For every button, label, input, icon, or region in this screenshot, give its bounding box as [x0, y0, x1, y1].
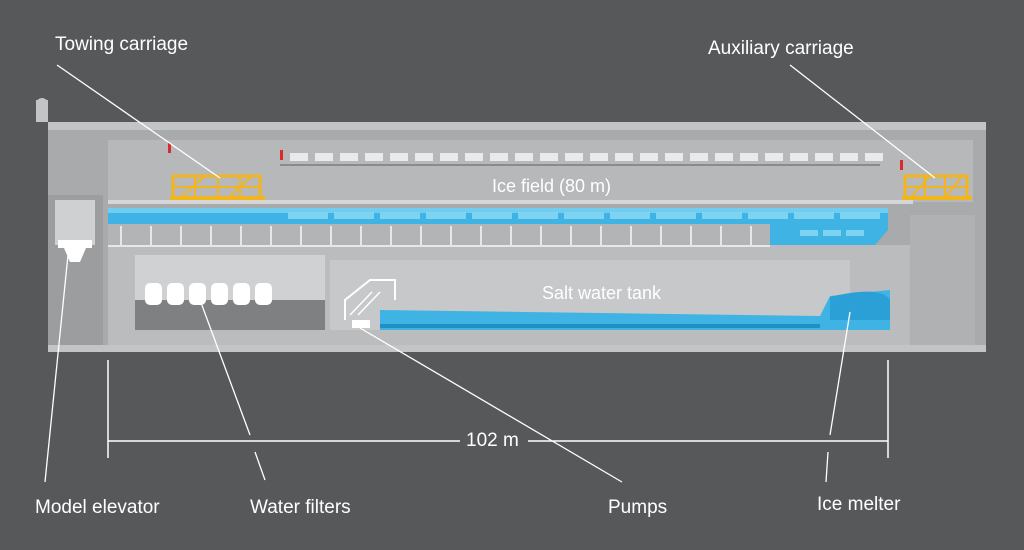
water-filters-label: Water filters	[250, 497, 351, 518]
roof-panel	[640, 153, 658, 161]
roof-panel	[715, 153, 733, 161]
ice-tile	[334, 212, 374, 219]
pumps-label: Pumps	[608, 497, 668, 518]
rail	[108, 200, 913, 204]
roof-panel	[590, 153, 608, 161]
roof-panel	[440, 153, 458, 161]
model-elevator-shaft	[55, 200, 95, 262]
ice-tile	[288, 212, 328, 219]
roof-panel	[865, 153, 883, 161]
roof-panel	[815, 153, 833, 161]
ice-tank	[108, 208, 888, 245]
length-label: 102 m	[466, 430, 519, 451]
water-filter-unit	[189, 283, 206, 305]
roof-panel	[415, 153, 433, 161]
roof-panel	[365, 153, 383, 161]
auxiliary-carriage-label: Auxiliary carriage	[708, 38, 854, 59]
roof-panel	[340, 153, 358, 161]
roof-panel	[390, 153, 408, 161]
ice-tile	[426, 212, 466, 219]
roof-panel	[615, 153, 633, 161]
roof-panel	[790, 153, 808, 161]
water-filter-unit	[167, 283, 184, 305]
ice-tile	[748, 212, 788, 219]
under-tank-structure	[108, 224, 770, 247]
leader-lines	[44, 64, 936, 483]
roof-panel	[565, 153, 583, 161]
ice-tile	[794, 212, 834, 219]
roof-catwalk	[280, 153, 883, 166]
ice-tile	[846, 230, 864, 236]
ice-tile	[656, 212, 696, 219]
water-filter-unit	[233, 283, 250, 305]
roof-panel	[490, 153, 508, 161]
roof-panel	[290, 153, 308, 161]
water-filter-unit	[145, 283, 162, 305]
ice-tile	[380, 212, 420, 219]
water-filter-unit	[211, 283, 228, 305]
roof-panel	[665, 153, 683, 161]
ice-tile	[610, 212, 650, 219]
roof-panel	[740, 153, 758, 161]
towing-carriage-label: Towing carriage	[55, 34, 189, 55]
auxiliary-carriage	[902, 174, 972, 200]
water-filter-unit	[255, 283, 272, 305]
ice-tile	[840, 212, 880, 219]
ice-tile	[518, 212, 558, 219]
salt-water-tank-label: Salt water tank	[542, 283, 662, 303]
water-filter-units	[145, 283, 272, 305]
ice-melter-label: Ice melter	[817, 494, 901, 515]
roof-panel	[515, 153, 533, 161]
roof-panel	[465, 153, 483, 161]
ice-tile	[702, 212, 742, 219]
roof-panel	[840, 153, 858, 161]
ice-tile	[564, 212, 604, 219]
ice-tile	[472, 212, 512, 219]
model-elevator-label: Model elevator	[35, 497, 160, 518]
roof-panel	[315, 153, 333, 161]
ice-field-label: Ice field (80 m)	[492, 176, 612, 196]
roof-panel	[690, 153, 708, 161]
pump-frame	[344, 279, 396, 328]
ice-tile	[823, 230, 841, 236]
salt-water-tank	[380, 290, 890, 330]
roof-panel	[765, 153, 783, 161]
roof-panel	[540, 153, 558, 161]
ice-tile	[800, 230, 818, 236]
dimension-line	[107, 360, 889, 458]
